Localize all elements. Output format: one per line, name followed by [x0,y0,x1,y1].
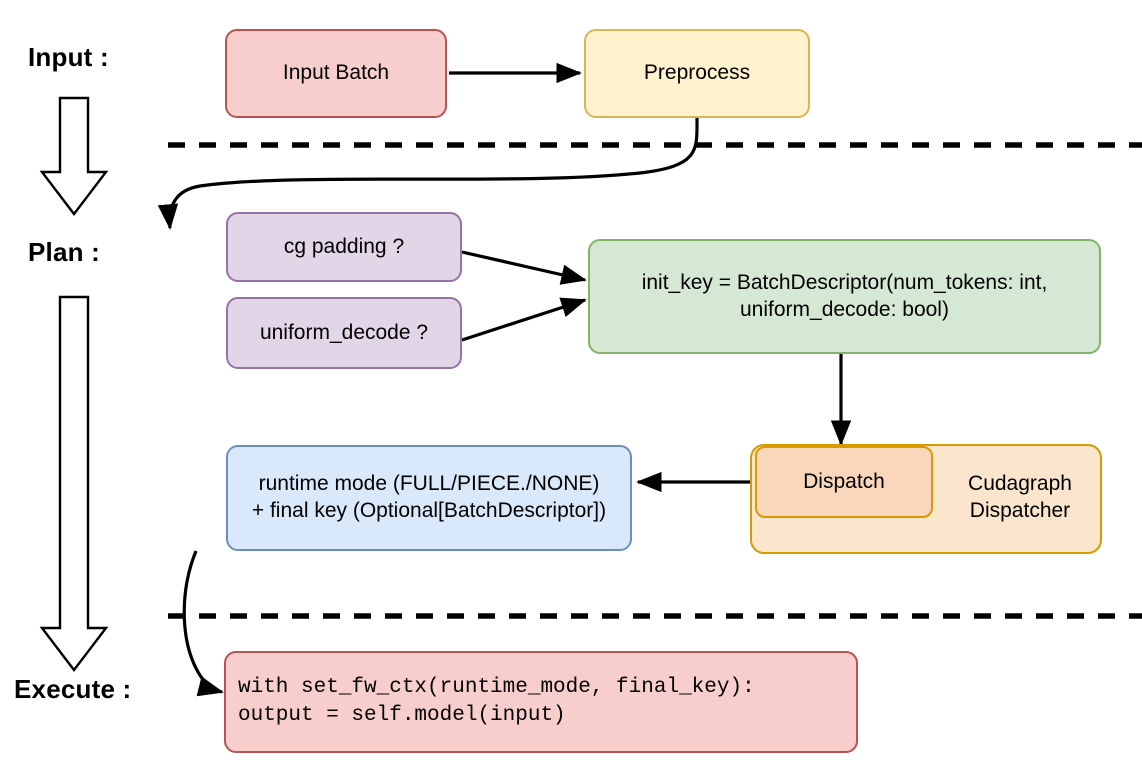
stage-label-input: Input : [28,42,109,72]
stage-label-plan: Plan : [28,237,100,267]
node-dispatch[interactable]: Dispatch [755,446,933,518]
node-input-batch[interactable]: Input Batch [225,29,447,118]
node-uniform-decode[interactable]: uniform_decode ? [226,297,462,369]
node-cudagraph-dispatcher-label: Cudagraph Dispatcher [968,472,1072,523]
node-execute-code[interactable]: with set_fw_ctx(runtime_mode, final_key)… [224,651,858,753]
runtime-mode-to-execute-code-arrow [182,550,224,697]
input-to-plan-block-arrow [39,96,109,216]
node-preprocess[interactable]: Preprocess [584,29,810,118]
plan-to-execute-block-arrow [39,295,109,672]
node-cg-padding[interactable]: cg padding ? [226,212,462,282]
cg-padding-to-init-key-arrow [461,250,587,285]
node-runtime-mode[interactable]: runtime mode (FULL/PIECE./NONE) + final … [226,445,632,551]
node-init-key[interactable]: init_key = BatchDescriptor(num_tokens: i… [588,239,1101,354]
uniform-decode-to-init-key-arrow [461,297,587,342]
stage-label-execute: Execute : [14,674,132,704]
